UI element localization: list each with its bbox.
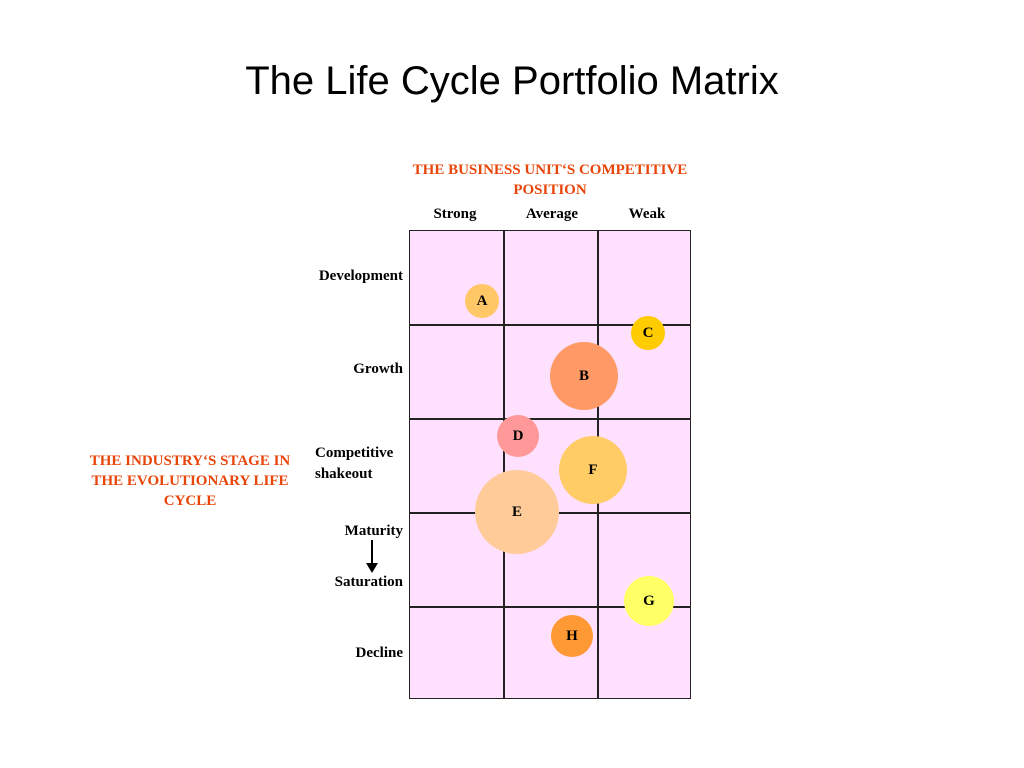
business-unit-f: F [559, 436, 627, 504]
business-unit-label: F [588, 461, 598, 478]
business-unit-label: B [578, 367, 589, 384]
grid-divider-vertical [503, 231, 505, 698]
stage-label-growth: Growth [353, 361, 403, 377]
business-unit-a: A [465, 284, 499, 318]
business-unit-label: A [476, 292, 488, 309]
column-label-strong: Strong [433, 206, 477, 222]
competitive-position-heading: THE BUSINESS UNIT‘S COMPETITIVE POSITION [412, 162, 688, 198]
stage-label-development: Development [318, 268, 403, 284]
grid-divider-horizontal [410, 418, 690, 420]
portfolio-matrix-grid [409, 230, 691, 699]
maturity-arrow-head [366, 563, 378, 573]
column-label-weak: Weak [628, 206, 666, 222]
grid-divider-horizontal [410, 324, 690, 326]
business-unit-label: H [566, 627, 578, 644]
business-unit-g: G [624, 576, 674, 626]
stage-label-maturity: Maturity [344, 523, 403, 539]
business-unit-label: C [642, 324, 654, 341]
stage-label-decline: Decline [355, 645, 403, 661]
stage-label-saturation: Saturation [334, 574, 403, 590]
business-unit-c: C [631, 316, 665, 350]
business-unit-e: E [475, 470, 559, 554]
maturity-arrow-shaft [371, 540, 373, 564]
life-cycle-stage-heading: THE INDUSTRY‘S STAGE IN THE EVOLUTIONARY… [89, 453, 291, 509]
column-label-average: Average [525, 206, 579, 222]
business-unit-label: G [643, 592, 655, 609]
grid-divider-horizontal [410, 606, 690, 608]
business-unit-label: E [511, 503, 522, 520]
page-title: The Life Cycle Portfolio Matrix [245, 59, 779, 103]
business-unit-d: D [497, 415, 539, 457]
stage-label-competitive: Competitive [315, 445, 394, 461]
business-unit-label: D [512, 427, 524, 444]
stage-label-shakeout: shakeout [315, 466, 373, 482]
business-unit-b: B [550, 342, 618, 410]
business-unit-h: H [551, 615, 593, 657]
